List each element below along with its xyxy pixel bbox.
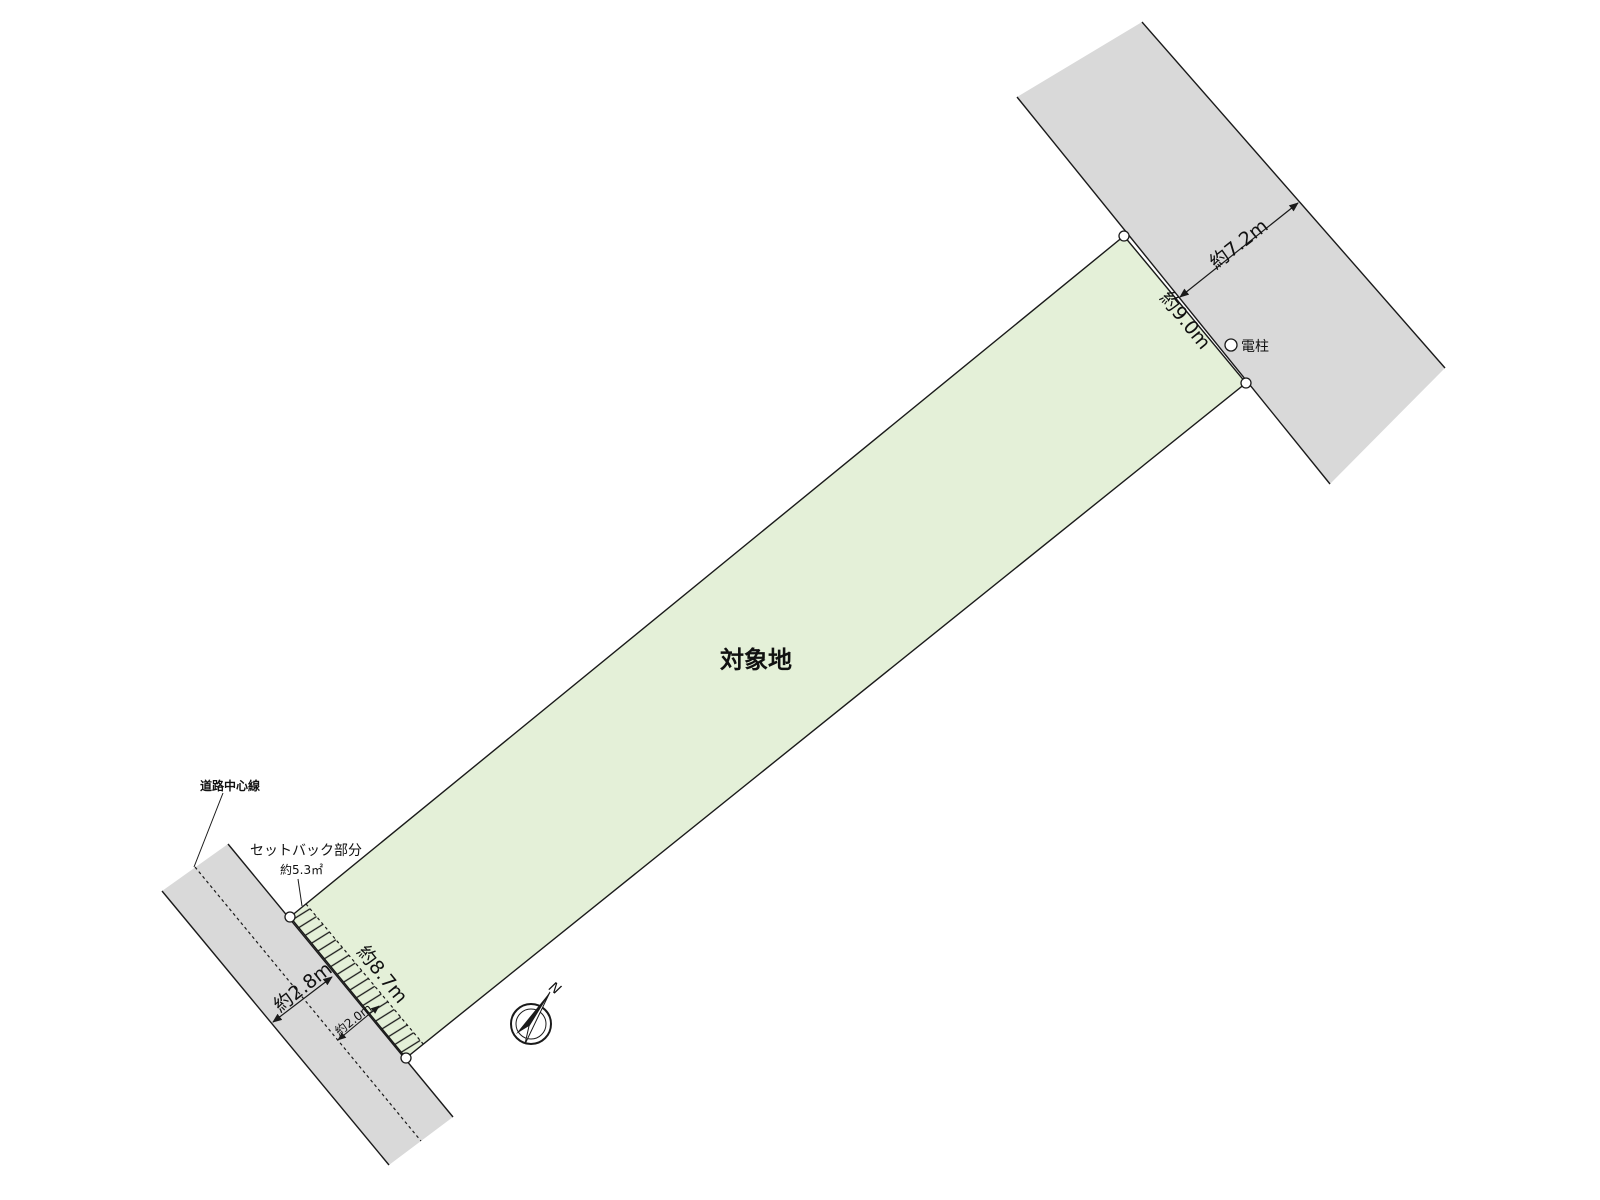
- road-center-line-leader: [193, 792, 224, 868]
- setback-area-label: 約5.3㎡: [280, 862, 323, 877]
- boundary-marker: [1240, 377, 1252, 389]
- boundary-marker: [400, 1052, 412, 1064]
- setback-area: [290, 904, 424, 1058]
- utility-pole-icon: [1224, 338, 1238, 352]
- setback-title: セットバック部分: [250, 843, 362, 859]
- setback-line: [305, 903, 425, 1046]
- boundary-markers: [284, 230, 1252, 1064]
- boundary-marker: [284, 911, 296, 923]
- road-center-line-label: 道路中心線: [200, 778, 260, 793]
- utility-pole: 電柱: [1224, 338, 1269, 355]
- site-label: 対象地: [720, 646, 792, 674]
- north-compass-icon: N: [510, 979, 564, 1045]
- setback-leader: [297, 878, 303, 907]
- road-center-line: [194, 866, 422, 1142]
- boundary-marker: [1118, 230, 1130, 242]
- utility-pole-label: 電柱: [1241, 339, 1269, 355]
